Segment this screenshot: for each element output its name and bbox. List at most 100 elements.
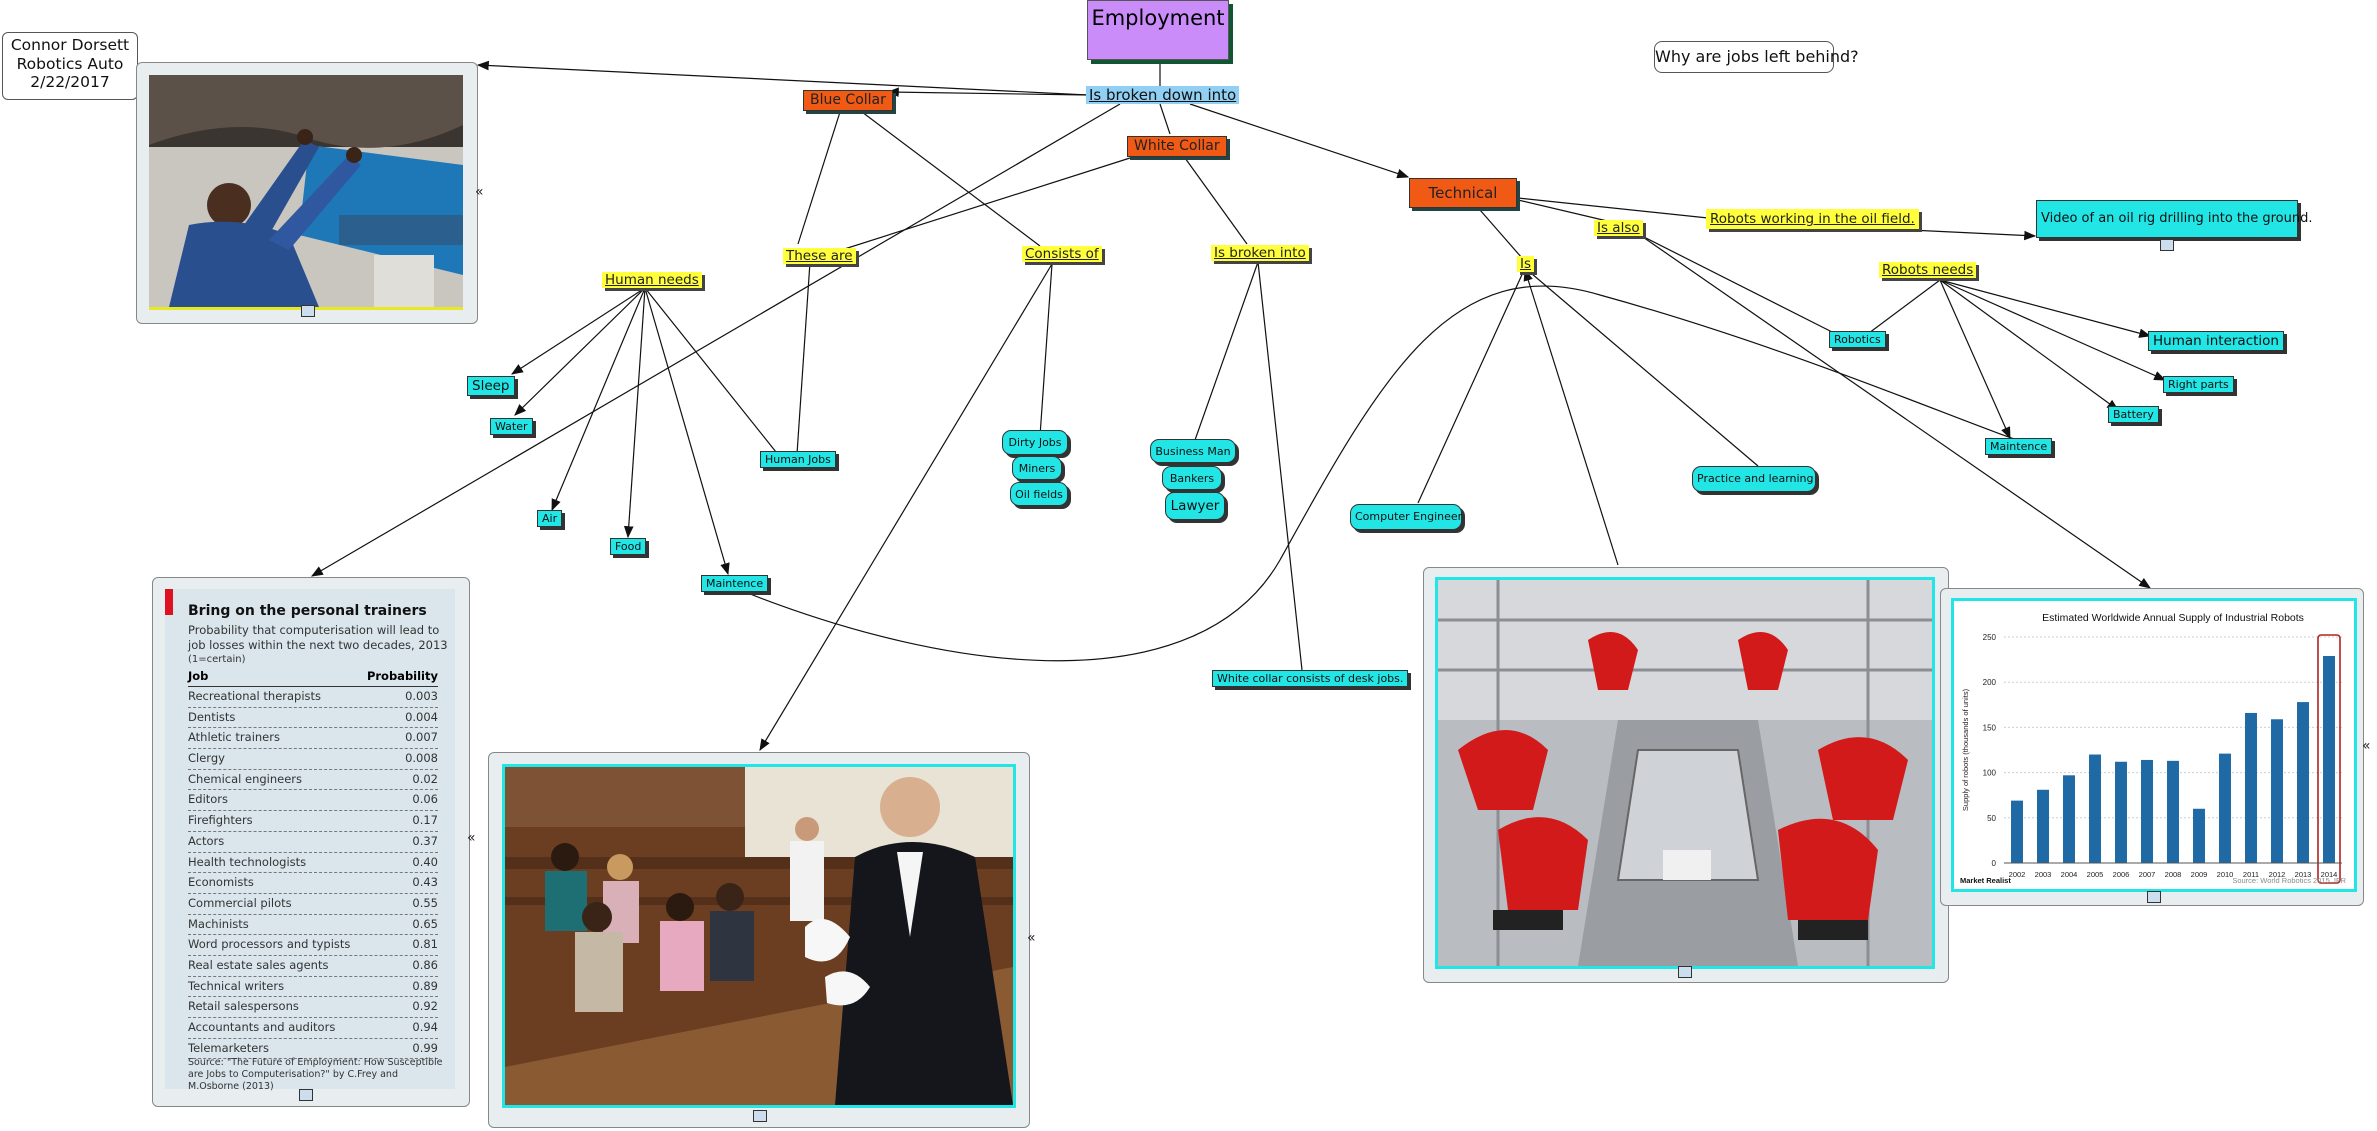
- node-water[interactable]: Water: [490, 418, 533, 436]
- chart-bar: [2271, 719, 2283, 863]
- chart-x-tick-label: 2007: [2139, 870, 2156, 879]
- node-miners[interactable]: Miners: [1012, 456, 1062, 480]
- table-card: Bring on the personal trainers Probabili…: [165, 589, 455, 1092]
- table-cell-job: Health technologists: [188, 854, 307, 869]
- table-cell-job: Actors: [188, 833, 225, 848]
- chart-bar: [2011, 800, 2023, 863]
- chart-bar: [2037, 789, 2049, 863]
- table-card-frame[interactable]: Bring on the personal trainers Probabili…: [152, 577, 470, 1107]
- link-rn-right: [1939, 279, 2167, 381]
- link-broken-technical: [1189, 103, 1410, 179]
- chart-footer-brand: Market Realist: [1960, 876, 2011, 885]
- photo-frame-factory[interactable]: [1423, 567, 1949, 983]
- link-is-comp: [1417, 267, 1526, 504]
- node-practice-learning[interactable]: Practice and learning: [1692, 466, 1816, 492]
- node-food[interactable]: Food: [610, 538, 647, 556]
- table-cell-probability: 0.89: [412, 978, 438, 993]
- node-computer-engineer[interactable]: Computer Engineer: [1350, 504, 1462, 530]
- node-robotics[interactable]: Robotics: [1829, 331, 1886, 349]
- phrase-robots-oil-field[interactable]: Robots working in the oil field.: [1706, 209, 1919, 230]
- table-cell-probability: 0.86: [412, 957, 438, 972]
- chart-y-tick-label: 100: [1983, 769, 1997, 778]
- table-attachment-icon[interactable]: [299, 1089, 313, 1101]
- link-consists-dirty: [1039, 263, 1053, 437]
- node-maintence-robot[interactable]: Maintence: [1985, 438, 2053, 456]
- link-tech-robotsoil: [1517, 197, 1709, 219]
- node-lawyer[interactable]: Lawyer: [1165, 492, 1225, 520]
- node-technical[interactable]: Technical: [1409, 178, 1517, 208]
- node-dirty-jobs[interactable]: Dirty Jobs: [1002, 430, 1068, 455]
- node-blue-collar[interactable]: Blue Collar: [803, 90, 893, 111]
- courtroom-collapse-icon[interactable]: «: [1027, 930, 1036, 946]
- chart-card-frame[interactable]: Estimated Worldwide Annual Supply of Ind…: [1940, 588, 2364, 906]
- chart-collapse-icon[interactable]: «: [2362, 738, 2371, 754]
- table-cell-job: Commercial pilots: [188, 895, 292, 910]
- chart-attachment-icon[interactable]: [2147, 891, 2161, 903]
- author-box[interactable]: Connor Dorsett Robotics Auto 2/22/2017: [2, 32, 138, 100]
- question-box[interactable]: Why are jobs left behind?: [1654, 41, 1859, 73]
- node-sleep[interactable]: Sleep: [467, 376, 515, 397]
- phrase-is[interactable]: Is: [1517, 256, 1535, 273]
- chart-bar: [2089, 754, 2101, 863]
- node-oil-fields[interactable]: Oil fields: [1010, 482, 1068, 506]
- chart-y-tick-label: 150: [1983, 723, 1997, 732]
- photo-frame-mechanic[interactable]: [136, 62, 478, 324]
- chart-x-tick-label: 2009: [2191, 870, 2208, 879]
- table-cell-probability: 0.65: [412, 916, 438, 931]
- photo-frame-courtroom[interactable]: [488, 752, 1030, 1128]
- table-cell-probability: 0.94: [412, 1020, 438, 1034]
- table-cell-job: Editors: [188, 792, 229, 807]
- chart-y-axis-label: Supply of robots (thousands of units): [1961, 688, 1970, 811]
- link-photo-is: [1523, 268, 1619, 566]
- phrase-consists-of[interactable]: Consists of: [1022, 246, 1102, 263]
- node-human-interaction[interactable]: Human interaction: [2148, 331, 2284, 352]
- link-isbroken-business: [1194, 261, 1259, 441]
- factory-attachment-icon[interactable]: [1678, 966, 1692, 978]
- chart-highlight-box: [2317, 634, 2341, 884]
- node-human-jobs[interactable]: Human Jobs: [760, 451, 836, 469]
- node-maintence-human[interactable]: Maintence: [701, 575, 769, 593]
- phrase-is-broken-into[interactable]: Is broken into: [1211, 245, 1309, 262]
- courtroom-attachment-icon[interactable]: [753, 1110, 767, 1122]
- table-title: Bring on the personal trainers: [188, 603, 427, 619]
- node-air[interactable]: Air: [537, 510, 563, 528]
- question-text: Why are jobs left behind?: [1655, 47, 1859, 66]
- root-label: Employment: [1091, 6, 1225, 30]
- link-phrase-broken-down[interactable]: Is broken down into: [1086, 86, 1240, 104]
- node-battery[interactable]: Battery: [2108, 406, 2159, 424]
- phrase-human-needs[interactable]: Human needs: [602, 272, 702, 289]
- video-attachment-icon[interactable]: [2160, 239, 2174, 251]
- table-cell-probability: 0.003: [405, 689, 438, 703]
- table-cell-job: Machinists: [188, 916, 249, 931]
- phrase-is-also[interactable]: Is also: [1594, 220, 1643, 237]
- link-maintence-curve: [729, 285, 2031, 662]
- node-video-oil-rig[interactable]: Video of an oil rig drilling into the gr…: [2036, 200, 2313, 238]
- root-node-employment[interactable]: Employment: [1087, 0, 1229, 60]
- table-collapse-icon[interactable]: «: [467, 830, 476, 846]
- node-white-collar[interactable]: White Collar: [1127, 136, 1227, 157]
- link-rn-robotics: [1864, 279, 1941, 337]
- factory-robots-photo: [1435, 577, 1935, 969]
- industrial-robots-chart: Estimated Worldwide Annual Supply of Ind…: [1951, 598, 2357, 892]
- mechanic-collapse-icon[interactable]: «: [475, 184, 484, 200]
- node-bankers[interactable]: Bankers: [1162, 466, 1222, 490]
- table-row: Technical writers 0.89: [188, 977, 438, 998]
- table-cell-probability: 0.008: [405, 751, 438, 766]
- table-subtitle: Probability that computerisation will le…: [188, 623, 448, 652]
- phrase-robots-needs[interactable]: Robots needs: [1879, 262, 1977, 279]
- link-tech-is: [1479, 209, 1523, 259]
- node-business-man[interactable]: Business Man: [1150, 439, 1236, 463]
- node-right-parts[interactable]: Right parts: [2163, 376, 2234, 394]
- phrase-these-are[interactable]: These are: [783, 248, 856, 265]
- node-white-collar-desk[interactable]: White collar consists of desk jobs.: [1212, 670, 1409, 688]
- chart-y-tick-label: 0: [1992, 859, 1997, 868]
- mechanic-attachment-icon[interactable]: [301, 305, 315, 317]
- table-cell-job: Technical writers: [188, 978, 285, 993]
